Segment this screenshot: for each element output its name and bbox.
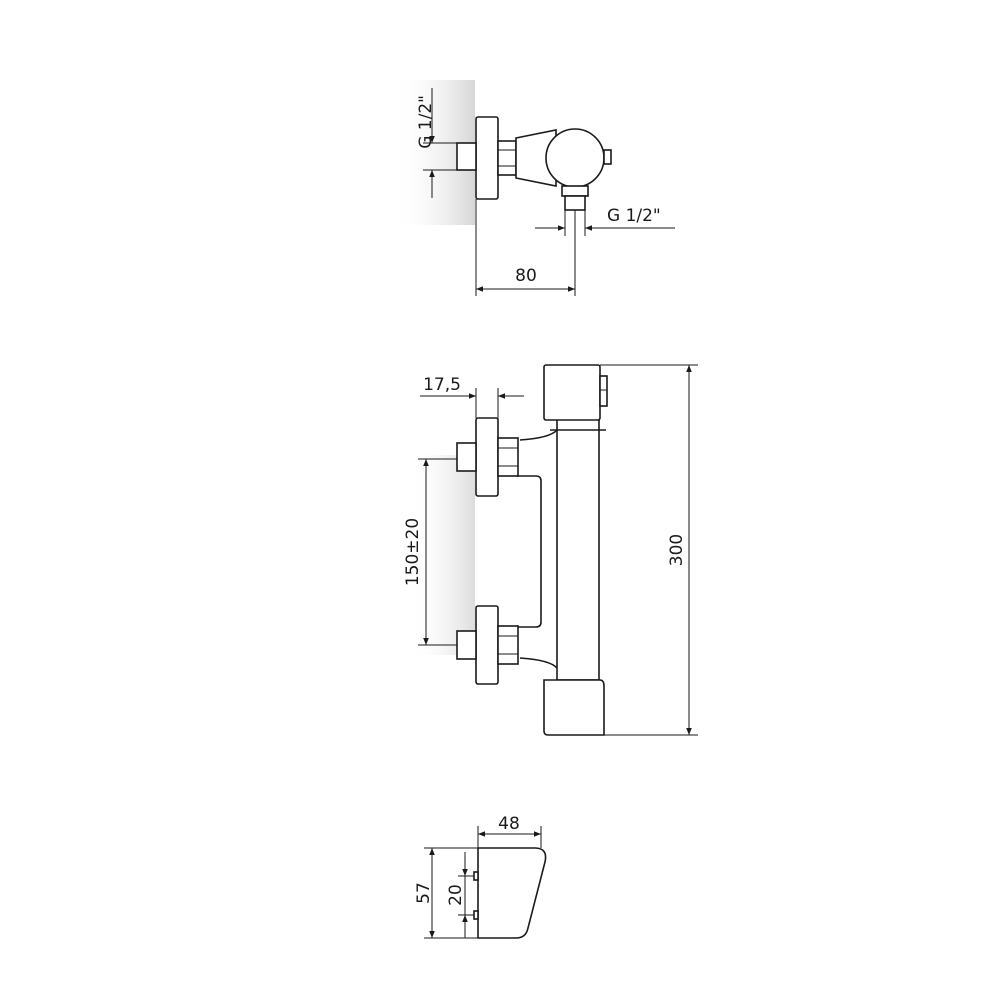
lower-inlet-stub [456,630,477,660]
connector-arm [515,129,557,187]
outlet-stub [564,195,586,211]
bottom-cap [543,679,605,736]
top-inlet-label: G 1/2" [416,95,436,149]
union-nut [497,140,517,176]
pin-bottom [473,910,479,920]
upper-flange [475,417,499,497]
valve-knob [603,149,612,165]
handle-width-label: 48 [498,814,520,834]
height-label: 300 [667,534,687,566]
top-cap [543,364,601,421]
bottom-outlet-label: G 1/2" [607,206,661,226]
upper-nut [497,437,519,477]
main-cylinder [556,417,600,681]
wall-flange [475,116,499,200]
pin-top [473,871,479,881]
handle-height-label: 57 [414,882,434,904]
outlet-collar [561,185,589,197]
wall-shading-front [410,455,475,655]
cap-knob [599,375,608,407]
lower-nut [497,625,519,665]
handle-body [477,847,547,939]
wall-offset-label: 17,5 [423,375,461,395]
upper-inlet-stub [456,442,477,472]
handle-view: 48 57 20 [414,814,547,939]
bypass-pipe [516,475,542,628]
valve-body [545,128,605,188]
front-view: 17,5 150±20 300 [403,364,698,736]
lower-flange [475,605,499,685]
inlet-stub [456,142,477,171]
depth-label: 80 [515,266,537,286]
pin-spacing-label: 20 [446,884,466,906]
top-view: G 1/2" G 1/2" 80 [395,80,675,296]
inlet-spacing-label: 150±20 [403,518,423,586]
